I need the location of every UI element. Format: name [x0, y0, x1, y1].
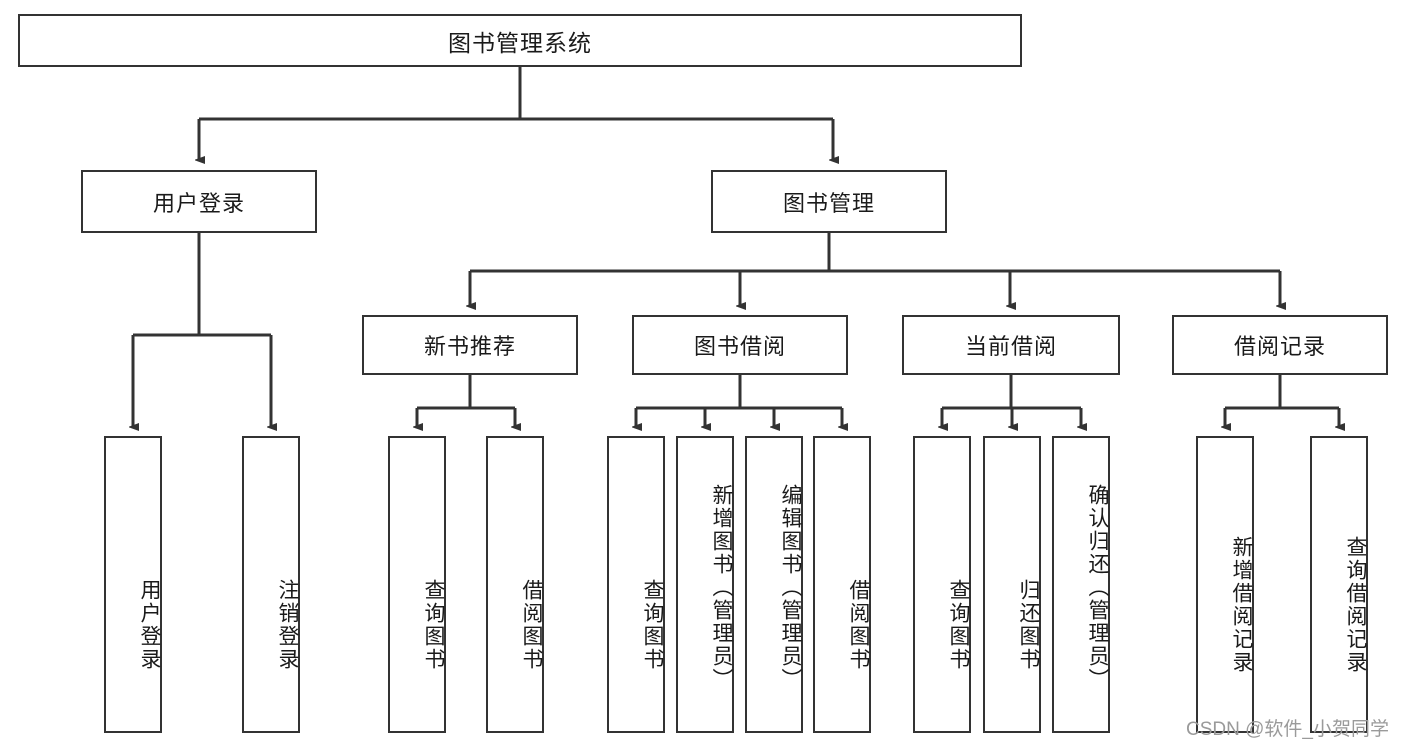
node-leaf-borrow-do-label: 借阅图书	[847, 578, 870, 671]
node-leaf-cur-confirm-label: 确认归还（管理员）	[1086, 484, 1109, 691]
node-leaf-rec-add-label: 新增借阅记录	[1230, 535, 1253, 674]
node-new-book-rec-label: 新书推荐	[423, 334, 516, 359]
node-leaf-rec-query[interactable]: 查询图书	[388, 436, 446, 733]
node-user-login[interactable]: 用户登录	[81, 170, 317, 233]
node-leaf-user-logout-label: 注销登录	[276, 578, 299, 671]
node-leaf-rec-search-label: 查询借阅记录	[1344, 535, 1367, 674]
node-leaf-borrow-add[interactable]: 新增图书（管理员）	[676, 436, 734, 733]
node-user-login-label: 用户登录	[152, 190, 245, 216]
node-leaf-cur-query[interactable]: 查询图书	[913, 436, 971, 733]
node-current-borrow-label: 当前借阅	[964, 334, 1057, 359]
node-leaf-user-login-label: 用户登录	[138, 578, 161, 671]
node-root[interactable]: 图书管理系统	[18, 14, 1022, 67]
node-leaf-borrow-query-label: 查询图书	[641, 578, 664, 671]
node-leaf-borrow-edit-label: 编辑图书（管理员）	[779, 484, 802, 691]
node-leaf-cur-confirm[interactable]: 确认归还（管理员）	[1052, 436, 1110, 733]
node-borrow-record-label: 借阅记录	[1233, 334, 1326, 359]
node-leaf-rec-borrow-label: 借阅图书	[520, 578, 543, 671]
node-leaf-borrow-query[interactable]: 查询图书	[607, 436, 665, 733]
node-leaf-rec-borrow[interactable]: 借阅图书	[486, 436, 544, 733]
node-root-label: 图书管理系统	[448, 29, 592, 56]
node-leaf-cur-return-label: 归还图书	[1017, 578, 1040, 671]
node-leaf-rec-add[interactable]: 新增借阅记录	[1196, 436, 1254, 733]
node-leaf-user-logout[interactable]: 注销登录	[242, 436, 300, 733]
node-leaf-rec-query-label: 查询图书	[422, 578, 445, 671]
node-leaf-rec-search[interactable]: 查询借阅记录	[1310, 436, 1368, 733]
node-leaf-borrow-edit[interactable]: 编辑图书（管理员）	[745, 436, 803, 733]
node-leaf-cur-query-label: 查询图书	[947, 578, 970, 671]
node-borrow-record[interactable]: 借阅记录	[1172, 315, 1388, 375]
csdn-watermark: CSDN @软件_小贺同学	[1186, 719, 1389, 740]
node-new-book-rec[interactable]: 新书推荐	[362, 315, 578, 375]
node-leaf-borrow-add-label: 新增图书（管理员）	[710, 484, 733, 691]
node-book-borrow[interactable]: 图书借阅	[632, 315, 848, 375]
node-leaf-borrow-do[interactable]: 借阅图书	[813, 436, 871, 733]
node-leaf-user-login[interactable]: 用户登录	[104, 436, 162, 733]
node-current-borrow[interactable]: 当前借阅	[902, 315, 1120, 375]
node-book-borrow-label: 图书借阅	[693, 334, 786, 359]
node-leaf-cur-return[interactable]: 归还图书	[983, 436, 1041, 733]
node-book-manage-label: 图书管理	[782, 190, 875, 216]
node-book-manage[interactable]: 图书管理	[711, 170, 947, 233]
